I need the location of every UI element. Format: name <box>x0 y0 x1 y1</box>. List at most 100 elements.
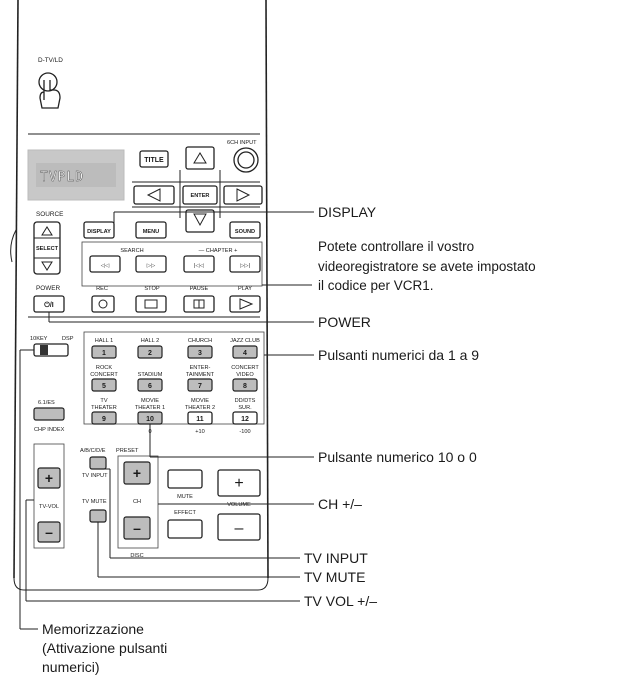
svg-text:CHURCH: CHURCH <box>188 338 212 344</box>
tv-input-button[interactable] <box>89 456 107 470</box>
enter-button[interactable]: ENTER <box>182 185 218 205</box>
volume-up-button[interactable]: + <box>217 469 261 497</box>
tv-mute-button[interactable] <box>89 509 107 523</box>
left-arrow-button[interactable] <box>133 185 175 205</box>
key-4[interactable]: 4 <box>232 345 258 359</box>
volume-down-button[interactable]: – <box>217 513 261 541</box>
svg-text:THEATER 1: THEATER 1 <box>135 405 165 411</box>
play-button[interactable] <box>229 295 261 313</box>
pause-label: PAUSE <box>190 286 209 292</box>
power-button[interactable]: ⏻/I <box>33 295 65 313</box>
key-9[interactable]: 9 <box>91 411 117 425</box>
pause-button[interactable] <box>183 295 215 313</box>
chapter-label: — CHAPTER + <box>199 248 238 254</box>
10key-dsp-switch[interactable] <box>33 343 69 357</box>
svg-text:+: + <box>133 465 141 481</box>
callout-tv-input: TV INPUT <box>304 550 368 566</box>
disc-label: DISC <box>130 553 143 559</box>
display-button[interactable]: DISPLAY <box>83 221 115 239</box>
svg-text:MENU: MENU <box>143 229 159 235</box>
search-rewind-button[interactable]: ◁◁ <box>89 255 121 273</box>
svg-text:SOUND: SOUND <box>235 229 255 235</box>
svg-text:CONCERT: CONCERT <box>231 365 259 371</box>
play-label: PLAY <box>238 286 252 292</box>
key-8[interactable]: 8 <box>232 378 258 392</box>
chapter-next-button[interactable]: ▷▷| <box>229 255 261 273</box>
svg-text:11: 11 <box>196 416 204 423</box>
svg-text:VIDEO: VIDEO <box>236 372 254 378</box>
mute-label: MUTE <box>177 494 193 500</box>
lcd-readout: TVPLD <box>40 170 84 185</box>
key-10[interactable]: 10 <box>137 411 163 425</box>
callout-vcr-line1: Potete controllare il vostro <box>318 239 474 254</box>
mute-button[interactable] <box>167 469 203 489</box>
tv-vol-label: TV-VOL <box>39 504 59 510</box>
svg-text:ROCK: ROCK <box>96 365 112 371</box>
tv-vol-up-button[interactable]: + <box>37 467 61 489</box>
svg-text:ENTER: ENTER <box>191 193 210 199</box>
effect-button[interactable] <box>167 519 203 539</box>
svg-text:5: 5 <box>102 383 106 390</box>
10key-label: 10KEY <box>30 336 48 342</box>
ch-down-button[interactable]: – <box>123 516 151 540</box>
menu-button[interactable]: MENU <box>135 221 167 239</box>
svg-text:TITLE: TITLE <box>144 157 164 164</box>
source-down-icon <box>41 261 53 271</box>
key-12[interactable]: 12 <box>232 411 258 425</box>
callout-ch: CH +/– <box>318 496 362 512</box>
callout-mem-line1: Memorizzazione <box>42 621 144 637</box>
source-up-icon <box>41 226 53 236</box>
svg-text:THEATER: THEATER <box>91 405 117 411</box>
svg-text:JAZZ CLUB: JAZZ CLUB <box>230 338 260 344</box>
source-select-rocker[interactable]: SELECT <box>33 221 61 275</box>
6-1-es-button[interactable] <box>33 407 65 421</box>
callout-power: POWER <box>318 314 371 330</box>
callout-vcr-line3: il codice per VCR1. <box>318 278 434 293</box>
callout-numeric-1-9: Pulsanti numerici da 1 a 9 <box>318 347 479 363</box>
down-arrow-button[interactable] <box>185 209 215 233</box>
svg-text:+: + <box>234 475 243 492</box>
dtvld-label: D-TV/LD <box>38 57 63 64</box>
rec-button[interactable] <box>91 295 115 313</box>
svg-text:▷▷: ▷▷ <box>147 263 156 269</box>
key-7[interactable]: 7 <box>187 378 213 392</box>
svg-text:9: 9 <box>102 416 106 423</box>
key-6[interactable]: 6 <box>137 378 163 392</box>
ch-up-button[interactable]: + <box>123 461 151 485</box>
chp-index-label: CHP INDEX <box>34 427 65 433</box>
search-forward-button[interactable]: ▷▷ <box>135 255 167 273</box>
tv-vol-frame <box>33 443 65 549</box>
svg-text:2: 2 <box>148 350 152 357</box>
right-arrow-button[interactable] <box>223 185 263 205</box>
svg-text:HALL 2: HALL 2 <box>141 338 159 344</box>
callout-tv-mute: TV MUTE <box>304 569 365 585</box>
svg-text:DD/DTS: DD/DTS <box>235 398 256 404</box>
source-label: SOURCE <box>36 211 63 218</box>
up-arrow-button[interactable] <box>185 146 215 170</box>
key-1[interactable]: 1 <box>91 345 117 359</box>
sound-button[interactable]: SOUND <box>229 221 261 239</box>
svg-text:–: – <box>45 524 53 540</box>
tv-vol-down-button[interactable]: – <box>37 521 61 543</box>
effect-label: EFFECT <box>174 510 196 516</box>
svg-text:TV: TV <box>100 398 107 404</box>
rec-label: REC <box>96 286 108 292</box>
key-5[interactable]: 5 <box>91 378 117 392</box>
title-button[interactable]: TITLE <box>139 150 169 168</box>
stop-button[interactable] <box>135 295 167 313</box>
svg-text:MOVIE: MOVIE <box>141 398 159 404</box>
power-label: POWER <box>36 285 61 292</box>
abcde-label: A/B/C/D/E <box>80 448 106 454</box>
preset-label: PRESET <box>116 448 139 454</box>
svg-text:CONCERT: CONCERT <box>90 372 118 378</box>
key-2[interactable]: 2 <box>137 345 163 359</box>
key-3[interactable]: 3 <box>187 345 213 359</box>
6ch-input-button[interactable] <box>233 147 259 173</box>
callout-mem-line3: numerici) <box>42 659 100 675</box>
chapter-prev-button[interactable]: |◁◁ <box>183 255 215 273</box>
callout-numeric-10-0: Pulsante numerico 10 o 0 <box>318 449 477 465</box>
dsp-grid-frame <box>83 331 265 425</box>
leader-lines <box>19 211 314 630</box>
key-11[interactable]: 11 <box>187 411 213 425</box>
